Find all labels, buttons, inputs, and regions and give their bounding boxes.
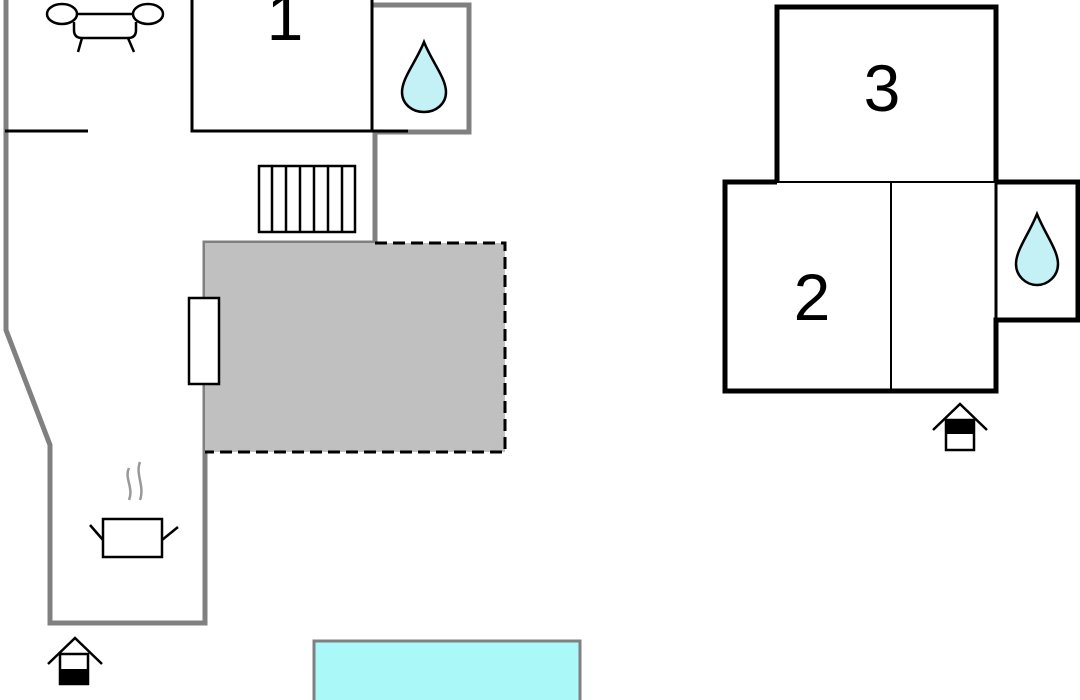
room-3-label: 3 [864,51,901,125]
room-1: 1 [190,0,408,133]
room-2-wall [722,179,1080,394]
room-2-label: 2 [794,260,831,334]
sofa-icon [45,2,165,53]
cooking-pot-icon [89,461,179,559]
water-drop-icon [1014,210,1060,287]
terrace-area [205,241,507,454]
entrance-icon [47,636,103,686]
water-drop-icon [400,38,448,114]
room-1-label: 1 [267,0,304,54]
bathroom-1-wall [373,2,472,135]
right-building [722,4,1080,394]
room-3-wall [774,4,999,183]
right-building-inner [777,181,996,391]
entrance-icon [932,402,988,452]
stairs-icon [257,164,357,234]
window-element [187,296,221,386]
swimming-pool [312,639,582,700]
